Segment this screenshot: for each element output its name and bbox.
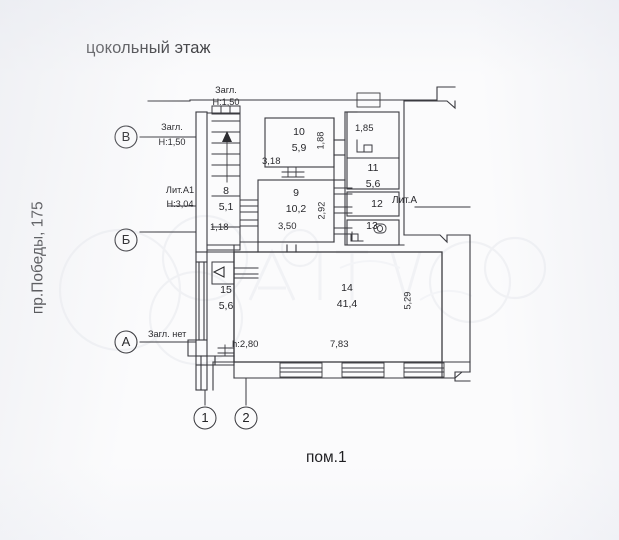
room-8-width-dim: 1,18 <box>210 222 229 233</box>
room-10-area: 5,9 <box>291 142 307 154</box>
room-11-width-dim: 1,85 <box>355 123 374 134</box>
room-13-number: 13 <box>366 220 378 232</box>
room-12-number: 12 <box>371 198 383 210</box>
top-seal-note-line1: Загл. <box>215 85 237 95</box>
room-14-number: 14 <box>341 282 353 294</box>
room-15-number: 15 <box>220 284 232 296</box>
axis-a-note: Загл. нет <box>148 329 187 339</box>
room-8-number: 8 <box>223 185 229 197</box>
room-9-area: 10,2 <box>285 203 307 215</box>
room-14-height-dim: 5,29 <box>402 291 413 310</box>
room-9-height-dim: 2,92 <box>316 201 327 220</box>
room-14-height-note: h:2,80 <box>232 339 259 350</box>
premises-label: пом.1 <box>306 449 347 466</box>
room-9-width-dim: 3,50 <box>278 221 297 232</box>
room-10-door <box>281 166 305 178</box>
partition-9-12 <box>333 179 346 246</box>
room-11-number: 11 <box>367 162 379 174</box>
windows-bottom-wall <box>279 362 445 378</box>
axis-letter-a: А <box>121 334 131 349</box>
door-marks-right-of-9 <box>333 187 353 235</box>
lit-a-outer-wall <box>403 100 471 382</box>
axis-b-note-top: Загл. <box>161 122 183 132</box>
room-10-number: 10 <box>293 126 305 138</box>
room-14-area: 41,4 <box>336 298 358 310</box>
vestibule-axis-a <box>187 339 216 391</box>
entrance-recess <box>211 261 259 285</box>
page-title: цокольный этаж <box>86 39 211 57</box>
left-bearing-wall <box>195 111 208 391</box>
lit-a1-label: Лит.А1 <box>165 185 195 195</box>
lit-a1-height: H:3,04 <box>166 199 194 209</box>
axis-letter-bb: Б <box>121 232 131 247</box>
room-8-area: 5,1 <box>218 201 234 213</box>
street-address-label: пр.Победы, 175 <box>29 201 47 315</box>
room-14-outer-skirt <box>212 361 471 391</box>
room-14-width-dim: 7,83 <box>330 339 349 350</box>
stair-direction-arrow <box>222 131 232 142</box>
axis-number-1: 1 <box>201 410 209 425</box>
axis-letter-b-upper: В <box>121 129 131 144</box>
axis-number-2: 2 <box>242 410 250 425</box>
wc-icon-room-11 <box>356 139 373 153</box>
room-11-area: 5,6 <box>365 178 381 190</box>
room-10-width-dim: 3,18 <box>262 156 281 167</box>
room-10-height-dim: 1,88 <box>315 131 326 150</box>
room-9-number: 9 <box>293 187 299 199</box>
axis-b-note-bottom: H:1,50 <box>158 137 186 147</box>
wc-icon-room-13 <box>350 231 364 242</box>
window-top-right <box>356 92 381 108</box>
top-seal-note-line2: H:1,50 <box>212 97 240 107</box>
room-15-area: 5,6 <box>218 300 234 312</box>
entrance-direction-arrow <box>212 266 225 278</box>
